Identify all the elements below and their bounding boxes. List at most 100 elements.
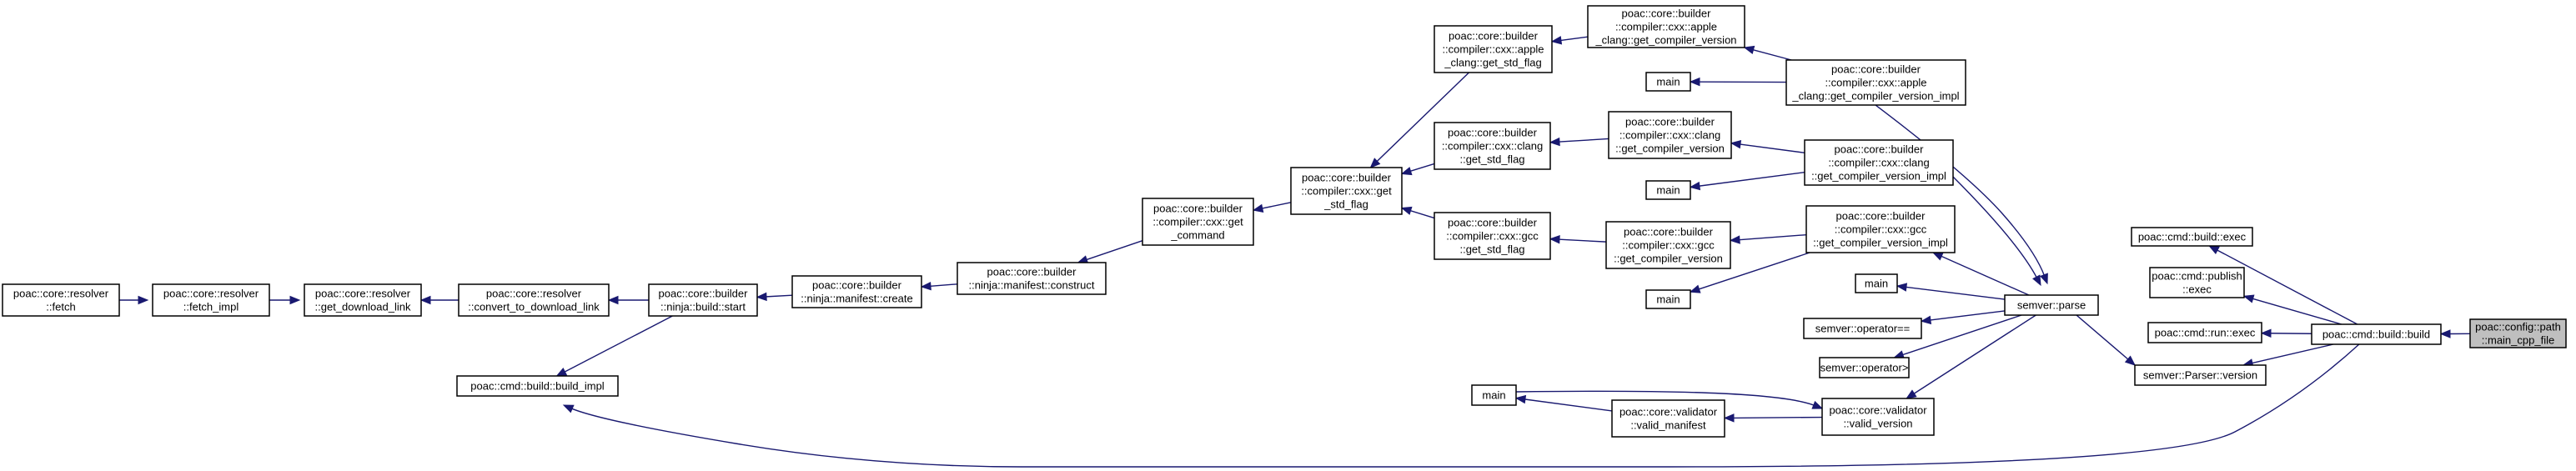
edge-arrowhead [2208, 245, 2220, 255]
node-label-line: ::get_std_flag [1459, 243, 1524, 256]
node-label-line: ::ninja::manifest::create [801, 293, 912, 305]
edge-line [2076, 314, 2130, 361]
node-label-line: poac::core::builder [987, 266, 1077, 278]
node-gcc-impl[interactable]: poac::core::builder::compiler::cxx::gcc:… [1805, 205, 1956, 253]
edge-line [1559, 36, 1589, 42]
node-fetch-impl[interactable]: poac::core::resolver::fetch_impl [152, 283, 270, 317]
node-box [152, 283, 270, 317]
edge-build_start-to-convert [607, 295, 649, 305]
edge-parser_version-to-semver_parse [2076, 314, 2137, 366]
edge-arrowhead [2032, 274, 2041, 287]
node-cxx-stdflag[interactable]: poac::core::builder::compiler::cxx::get_… [1290, 167, 1403, 215]
node-gcc-getver[interactable]: poac::core::builder::compiler::cxx::gcc:… [1605, 221, 1731, 269]
node-label-line: poac::core::resolver [315, 288, 411, 300]
node-box [957, 262, 1107, 295]
node-box [1587, 5, 1745, 48]
edge-arrowhead [2242, 294, 2255, 303]
node-main-cpp-file[interactable]: poac::config::path::main_cpp_file [2469, 318, 2567, 348]
node-label-line: ::compiler::cxx::clang [1442, 140, 1543, 153]
node-valid-version[interactable]: poac::core::validator::valid_version [1821, 398, 1935, 436]
node-apple-getver[interactable]: poac::core::builder::compiler::cxx::appl… [1587, 5, 1745, 48]
edge-line [1738, 143, 1805, 153]
node-semver-parse[interactable]: semver::parse [2004, 294, 2099, 316]
node-box [1611, 399, 1725, 438]
edge-clang_stdflag-to-cxx_stdflag [1400, 163, 1435, 176]
node-label-line: semver::parse [2017, 299, 2086, 312]
node-label-line: poac::cmd::publish [2152, 270, 2242, 283]
edge-semver_parse-to-op_gt [1893, 314, 2022, 359]
node-box [1471, 384, 1517, 406]
edge-line [2251, 298, 2343, 325]
node-label-line: _clang::get_std_flag [1444, 57, 1541, 69]
edge-line [1875, 104, 2046, 277]
node-get-command[interactable]: poac::core::builder::compiler::cxx::get_… [1142, 198, 1254, 246]
node-clang-impl[interactable]: poac::core::builder::compiler::cxx::clan… [1804, 139, 1954, 186]
node-box [1645, 180, 1691, 200]
node-label-line: poac::core::builder [1831, 63, 1921, 76]
node-label-line: poac::core::builder [1448, 127, 1538, 139]
node-box [2311, 323, 2442, 345]
node-box [1645, 72, 1691, 92]
node-box [1605, 221, 1731, 269]
edge-apple_getver-to-apple_stdflag [1550, 36, 1589, 45]
node-get-download-link[interactable]: poac::core::resolver::get_download_link [304, 283, 422, 317]
node-box [1785, 59, 1966, 106]
node-publish-exec[interactable]: poac::cmd::publish::exec [2149, 267, 2245, 298]
edge-create-to-build_start [756, 292, 793, 302]
edge-arrowhead [1931, 252, 1944, 261]
node-build-impl[interactable]: poac::cmd::build::build_impl [456, 375, 619, 397]
edge-build_build-to-parser_version [2242, 343, 2333, 368]
edge-arrowhead [2260, 328, 2272, 338]
edge-arrowhead [1723, 413, 1735, 423]
node-build-start[interactable]: poac::core::builder::ninja::build::start [648, 283, 758, 317]
node-label-line: ::compiler::cxx::clang [1619, 129, 1720, 142]
node-label-line: ::compiler::cxx::apple [1825, 77, 1926, 89]
edge-arrowhead [607, 295, 619, 305]
node-build-exec[interactable]: poac::cmd::build::exec [2131, 227, 2253, 247]
node-box [2149, 267, 2245, 298]
node-label-line: ::get_compiler_version_impl [1811, 170, 1946, 183]
edge-arrowhead [289, 295, 301, 305]
node-main-parse[interactable]: main [1855, 273, 1898, 293]
node-box [1434, 25, 1553, 73]
node-main-gcc[interactable]: main [1645, 289, 1691, 309]
node-main-validator[interactable]: main [1471, 384, 1517, 406]
node-clang-stdflag[interactable]: poac::core::builder::compiler::cxx::clan… [1434, 122, 1551, 170]
node-build-build[interactable]: poac::cmd::build::build [2311, 323, 2442, 345]
node-label-line: ::get_compiler_version [1615, 143, 1725, 155]
node-op-eq[interactable]: semver::operator== [1803, 318, 1922, 339]
node-label-line: ::ninja::manifest::construct [968, 279, 1094, 292]
node-label-line: poac::core::builder [1302, 172, 1392, 184]
edge-line [1951, 174, 2038, 279]
edge-semver_parse-to-gcc_impl [1931, 252, 2030, 296]
edge-apple_stdflag-to-cxx_stdflag [1369, 72, 1469, 168]
edge-line [1940, 255, 2030, 296]
node-label-line: poac::core::validator [1619, 406, 1718, 418]
node-gcc-stdflag[interactable]: poac::core::builder::compiler::cxx::gcc:… [1434, 212, 1551, 260]
node-parser-version[interactable]: semver::Parser::version [2134, 364, 2267, 386]
node-apple-impl[interactable]: poac::core::builder::compiler::cxx::appl… [1785, 59, 1966, 106]
node-box [1142, 198, 1254, 246]
node-label-line: ::compiler::cxx::get [1152, 216, 1243, 228]
node-main-apple[interactable]: main [1645, 72, 1691, 92]
node-convert[interactable]: poac::core::resolver::convert_to_downloa… [458, 283, 610, 317]
node-label-line: poac::cmd::build::build [2322, 328, 2430, 341]
node-run-exec[interactable]: poac::cmd::run::exec [2147, 322, 2262, 343]
node-label-line: ::compiler::cxx::gcc [1446, 230, 1539, 243]
node-fetch[interactable]: poac::core::resolver::fetch [2, 283, 120, 317]
node-create[interactable]: poac::core::builder::ninja::manifest::cr… [791, 275, 922, 308]
node-label-line: poac::core::builder [1624, 226, 1714, 238]
edge-arrowhead [1689, 181, 1701, 191]
edge-arrowhead [555, 368, 568, 377]
edge-arrowhead [2124, 355, 2137, 366]
edge-clang_impl-to-clang_getver [1730, 139, 1805, 153]
node-main-clang[interactable]: main [1645, 180, 1691, 200]
node-clang-getver[interactable]: poac::core::builder::compiler::cxx::clan… [1608, 111, 1732, 159]
edge-arrowhead [1400, 206, 1413, 215]
node-op-gt[interactable]: semver::operator> [1819, 357, 1910, 378]
edge-line [1260, 202, 1292, 210]
edge-arrowhead [1906, 389, 1917, 399]
node-apple-stdflag[interactable]: poac::core::builder::compiler::cxx::appl… [1434, 25, 1553, 73]
node-construct[interactable]: poac::core::builder::ninja::manifest::co… [957, 262, 1107, 295]
node-valid-manifest[interactable]: poac::core::validator::valid_manifest [1611, 399, 1725, 438]
